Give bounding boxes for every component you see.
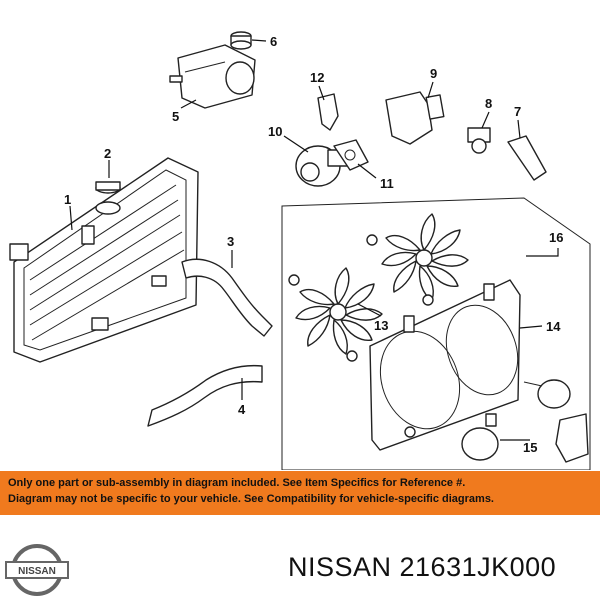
disclaimer-banner: Only one part or sub-assembly in diagram… <box>0 471 600 515</box>
bracket <box>317 93 339 131</box>
logo-text: NISSAN <box>18 566 56 577</box>
callout-7: 7 <box>514 104 521 119</box>
thermostat <box>467 127 491 154</box>
callout-16: 16 <box>549 230 563 245</box>
disclaimer-line-2: Diagram may not be specific to your vehi… <box>8 493 494 505</box>
reservoir-tank <box>169 44 256 109</box>
callout-1: 1 <box>64 192 71 207</box>
gasket <box>333 139 369 171</box>
part-title: NISSAN 21631JK000 <box>288 552 557 582</box>
fan-blade <box>288 213 469 362</box>
upper-hose <box>181 258 273 337</box>
callout-2: 2 <box>104 146 111 161</box>
callout-12: 12 <box>310 70 324 85</box>
wiring-cover <box>555 413 589 463</box>
nissan-logo: NISSAN <box>5 544 69 596</box>
fan-shroud <box>369 279 521 451</box>
callout-13: 13 <box>374 318 388 333</box>
callout-3: 3 <box>227 234 234 249</box>
callout-6: 6 <box>270 34 277 49</box>
radiator-cap <box>95 181 121 194</box>
callout-9: 9 <box>430 66 437 81</box>
callout-15: 15 <box>523 440 537 455</box>
callout-8: 8 <box>485 96 492 111</box>
reservoir-cap <box>230 31 252 50</box>
callout-11: 11 <box>380 176 394 191</box>
lower-hose <box>147 364 263 427</box>
water-outlet <box>385 91 445 145</box>
parts-diagram: 1 2 3 4 5 6 7 8 9 10 11 12 13 14 15 16 <box>9 31 591 470</box>
callout-4: 4 <box>238 402 246 417</box>
leader-lines <box>69 39 559 441</box>
fan-motor <box>461 379 571 461</box>
callout-5: 5 <box>172 109 179 124</box>
inlet-pipe <box>507 135 547 181</box>
callout-10: 10 <box>268 124 282 139</box>
callout-14: 14 <box>546 319 561 334</box>
disclaimer-line-1: Only one part or sub-assembly in diagram… <box>8 477 466 489</box>
fan-assembly-box <box>281 197 591 470</box>
radiator <box>9 157 199 363</box>
